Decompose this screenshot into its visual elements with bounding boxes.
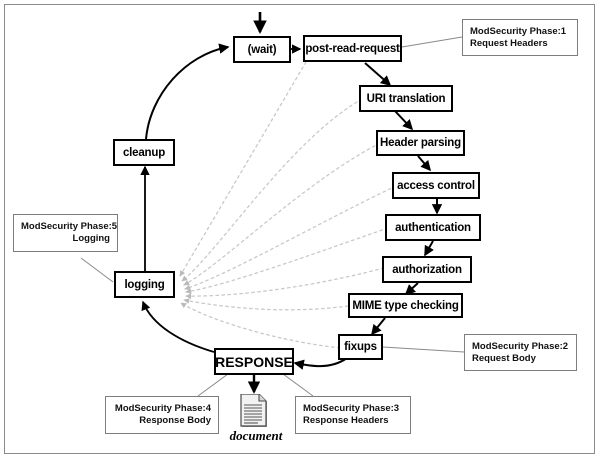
arrow-authorization-to-mime-type-checking	[404, 282, 419, 296]
annotation-phase3-line2: Response Headers	[303, 415, 389, 426]
node-logging-label: logging	[124, 278, 165, 291]
node-fixups-label: fixups	[344, 341, 377, 353]
arrow-uri-translation-to-header-parsing	[394, 110, 414, 131]
arrow-response-to-logging	[141, 300, 215, 353]
node-post-read-request-label: post-read-request	[305, 42, 400, 55]
node-authentication[interactable]: authentication	[385, 214, 481, 241]
arrow-mime-type-checking-to-fixups	[371, 317, 386, 336]
annotation-phase4-line2: Response Body	[139, 415, 211, 426]
node-response[interactable]: RESPONSE	[214, 348, 294, 375]
arrow-post-read-request-to-uri-translation	[364, 62, 392, 87]
log-feed-authorization	[185, 267, 385, 299]
log-feed-header-parsing	[183, 142, 381, 286]
arrow-header-parsing-to-access-control	[417, 155, 432, 172]
log-feed-uri-translation	[181, 98, 363, 282]
annotation-phase5-line1: ModSecurity Phase:5	[21, 221, 118, 232]
annotation-phase4-line1: ModSecurity Phase:4	[114, 403, 211, 414]
log-feed-lines	[179, 61, 397, 349]
node-logging[interactable]: logging	[114, 271, 175, 298]
log-feed-authentication	[185, 227, 389, 294]
leader-phase1	[401, 36, 463, 48]
node-authorization-label: authorization	[392, 263, 462, 276]
leader-phase3	[278, 370, 314, 397]
node-uri-translation-label: URI translation	[366, 92, 446, 105]
node-header-parsing-label: Header parsing	[380, 137, 461, 149]
node-access-control[interactable]: access control	[392, 172, 480, 199]
leader-phase2	[382, 346, 465, 353]
annotation-leader-lines	[80, 36, 465, 397]
node-mime-type-checking-label: MIME type checking	[352, 299, 459, 312]
annotation-phase1-line2: Request Headers	[470, 38, 548, 49]
log-feed-post-read-request	[179, 61, 307, 277]
node-header-parsing[interactable]: Header parsing	[376, 130, 465, 156]
node-post-read-request[interactable]: post-read-request	[303, 35, 402, 62]
node-cleanup-label: cleanup	[122, 146, 166, 159]
node-authentication-label: authentication	[395, 221, 471, 234]
node-access-control-label: access control	[397, 179, 475, 192]
annotation-phase2: ModSecurity Phase:2 Request Body	[464, 334, 577, 371]
node-cleanup[interactable]: cleanup	[113, 139, 175, 166]
annotation-phase3-line1: ModSecurity Phase:3	[303, 403, 400, 414]
log-feed-mime-type-checking	[183, 298, 349, 311]
node-mime-type-checking[interactable]: MIME type checking	[348, 293, 463, 318]
node-response-label: RESPONSE	[215, 353, 293, 370]
leader-phase5	[80, 257, 114, 283]
leader-phase4	[197, 370, 233, 397]
node-authorization[interactable]: authorization	[382, 256, 472, 283]
arrow-cleanup-to-wait	[145, 43, 230, 140]
node-wait[interactable]: (wait)	[233, 36, 291, 63]
node-wait-label: (wait)	[247, 43, 277, 56]
document-icon	[240, 394, 267, 427]
annotation-phase1: ModSecurity Phase:1 Request Headers	[462, 19, 578, 56]
annotation-phase4: ModSecurity Phase:4 Response Body	[105, 396, 219, 434]
log-feed-access-control	[184, 185, 397, 291]
arrow-fixups-to-response	[293, 357, 348, 370]
annotation-phase5-line2: Logging	[72, 233, 110, 244]
document-label: document	[229, 428, 283, 443]
annotation-phase2-line1: ModSecurity Phase:2	[472, 341, 569, 352]
annotation-phase2-line2: Request Body	[472, 353, 536, 364]
node-fixups[interactable]: fixups	[338, 334, 383, 360]
node-uri-translation[interactable]: URI translation	[359, 85, 453, 112]
arrow-authentication-to-authorization	[424, 240, 434, 257]
annotation-phase5: ModSecurity Phase:5 Logging	[13, 214, 118, 252]
annotation-phase3: ModSecurity Phase:3 Response Headers	[295, 396, 411, 434]
annotation-phase1-line1: ModSecurity Phase:1	[470, 26, 567, 37]
log-feed-fixups	[180, 302, 341, 349]
